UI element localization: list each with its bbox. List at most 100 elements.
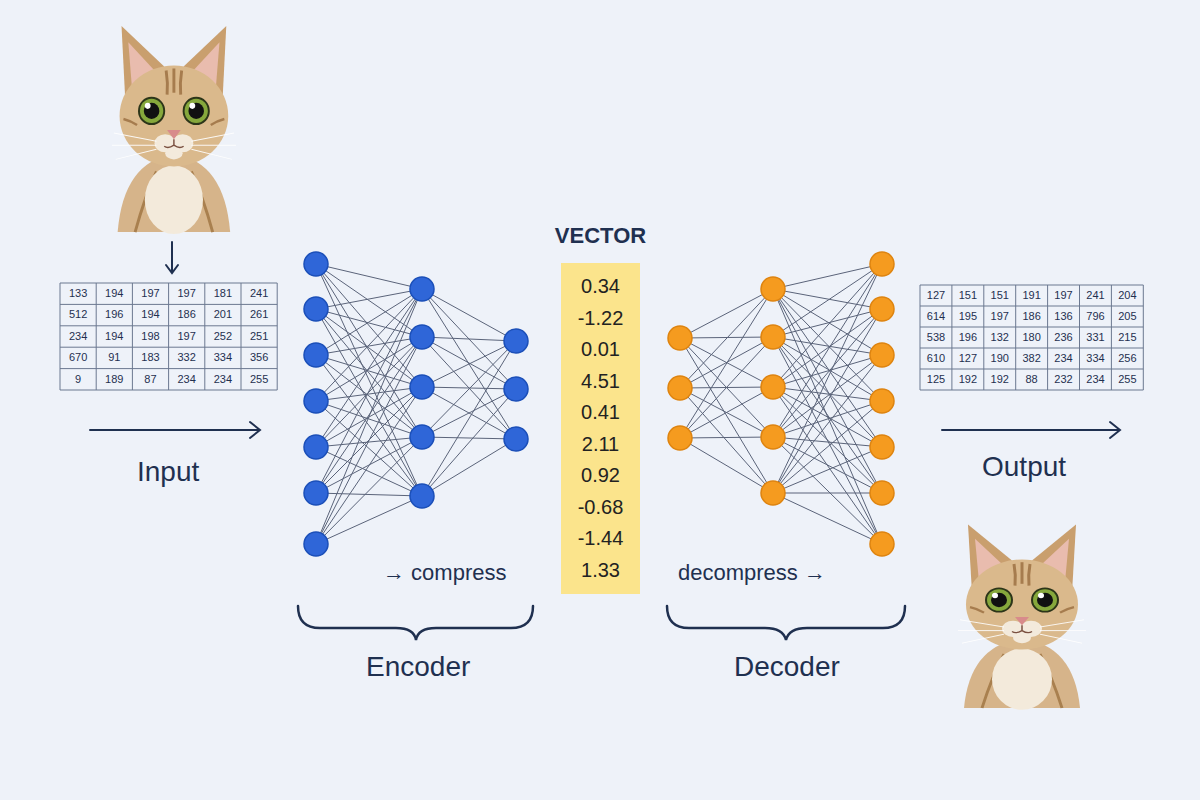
table-cell: 538 [920, 327, 952, 348]
network-link [773, 309, 882, 337]
network-link [680, 388, 773, 437]
network-link [422, 387, 516, 439]
grid-line [1111, 285, 1112, 390]
table-cell: 181 [205, 283, 241, 304]
neuron [504, 427, 528, 451]
table-cell: 256 [1111, 348, 1143, 369]
table-cell: 241 [1080, 285, 1112, 306]
network-link [316, 309, 422, 496]
network-link [680, 289, 773, 338]
grid-line [920, 285, 1143, 286]
network-link [422, 439, 516, 496]
neuron [870, 435, 894, 459]
network-link [316, 337, 422, 493]
table-cell: 197 [169, 326, 205, 347]
input-cat [112, 26, 236, 234]
grid-line [920, 390, 1143, 391]
table-cell: 87 [132, 369, 168, 390]
network-link [773, 387, 882, 493]
table-cell: 197 [132, 283, 168, 304]
table-cell: 796 [1080, 306, 1112, 327]
network-link [316, 493, 422, 496]
table-cell: 234 [1048, 348, 1080, 369]
neuron [870, 532, 894, 556]
network-link [773, 289, 882, 401]
network-link [773, 337, 882, 447]
table-cell: 186 [1016, 306, 1048, 327]
encoder-label: Encoder [366, 651, 470, 683]
neuron [870, 343, 894, 367]
table-cell: 215 [1111, 327, 1143, 348]
neuron [668, 426, 692, 450]
table-cell: 183 [132, 347, 168, 368]
vector-value: 0.92 [581, 460, 620, 492]
table-cell: 191 [1016, 285, 1048, 306]
compress-label: → compress [383, 560, 506, 586]
network-link [773, 493, 882, 544]
table-cell: 151 [952, 285, 984, 306]
network-link [680, 437, 773, 438]
brackets [298, 606, 905, 640]
grid-line [951, 285, 952, 390]
table-cell: 331 [1080, 327, 1112, 348]
network-link [773, 447, 882, 493]
network-link [422, 289, 516, 389]
vector-value: 2.11 [582, 429, 619, 461]
grid-line [920, 327, 1143, 328]
neuron [668, 376, 692, 400]
grid-line [132, 283, 133, 390]
grid-line [204, 283, 205, 390]
table-cell: 356 [241, 347, 277, 368]
neuron [304, 343, 328, 367]
network-link [316, 437, 422, 544]
network-link [680, 289, 773, 438]
network-link [680, 337, 773, 388]
table-cell: 196 [952, 327, 984, 348]
vector-value: -1.44 [578, 523, 624, 555]
neuron [410, 425, 434, 449]
network-link [680, 338, 773, 387]
table-cell: 88 [1016, 369, 1048, 390]
table-cell: 670 [60, 347, 96, 368]
table-cell: 180 [1016, 327, 1048, 348]
grid-line [168, 283, 169, 390]
table-cell: 255 [241, 369, 277, 390]
neuron [761, 277, 785, 301]
table-cell: 195 [952, 306, 984, 327]
table-cell: 132 [984, 327, 1016, 348]
table-cell: 234 [169, 369, 205, 390]
network-link [316, 309, 422, 387]
network-link [316, 496, 422, 544]
network-link [773, 309, 882, 493]
table-cell: 125 [920, 369, 952, 390]
network-link [773, 401, 882, 493]
table-cell: 127 [920, 285, 952, 306]
table-cell: 133 [60, 283, 96, 304]
network-link [773, 309, 882, 437]
network-link [316, 289, 422, 401]
table-cell: 234 [1080, 369, 1112, 390]
network-link [773, 387, 882, 401]
network-link [773, 264, 882, 437]
vector-heading: VECTOR [555, 223, 646, 249]
table-cell: 610 [920, 348, 952, 369]
table-cell: 197 [984, 306, 1016, 327]
network-link [680, 388, 773, 493]
network-link [773, 337, 882, 493]
network-link [773, 493, 882, 494]
network-link [773, 264, 882, 289]
neuron [304, 297, 328, 321]
table-cell: 190 [984, 348, 1016, 369]
table-cell: 234 [205, 369, 241, 390]
network-link [773, 401, 882, 437]
grid-line [920, 348, 1143, 349]
grid-line [241, 283, 242, 390]
neuron [304, 252, 328, 276]
vector-value: -0.68 [578, 492, 624, 524]
vector-value: -1.22 [578, 303, 624, 335]
vector-value: 0.41 [581, 397, 620, 429]
grid-line [60, 283, 61, 390]
network-link [316, 355, 422, 496]
table-cell: 194 [96, 283, 132, 304]
network-link [316, 264, 422, 496]
